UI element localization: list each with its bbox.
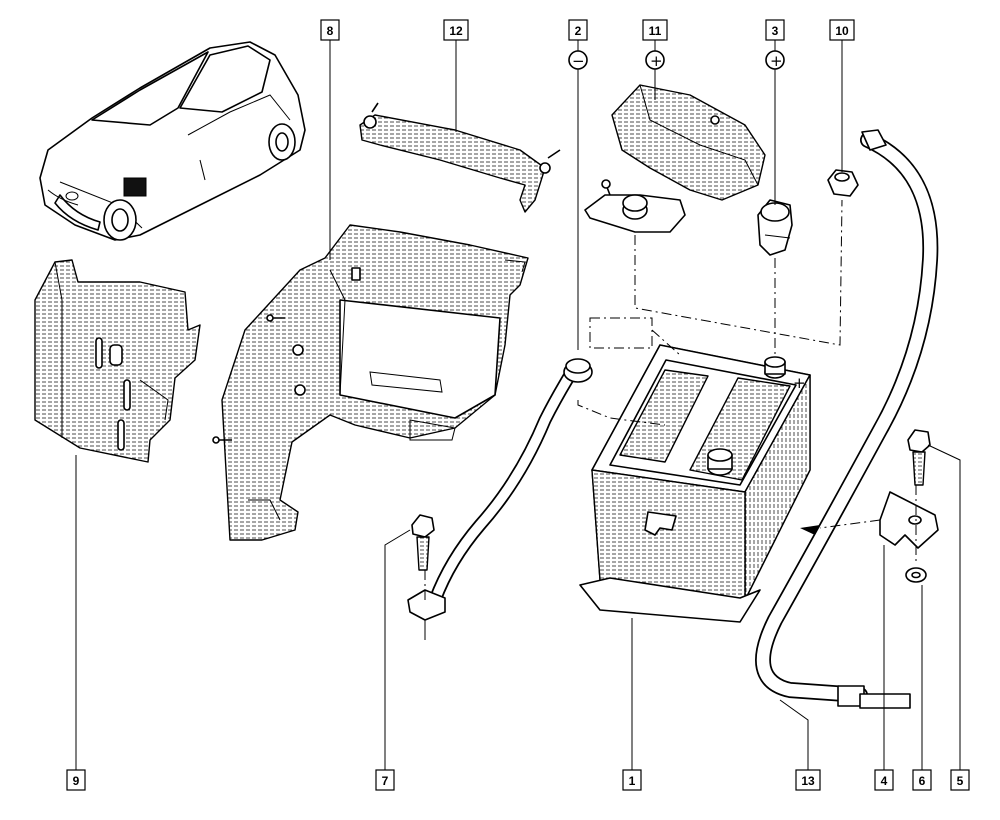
callout-8: 8 bbox=[320, 19, 340, 41]
callout-label-4: 4 bbox=[881, 774, 888, 788]
callout-label-7: 7 bbox=[382, 774, 389, 788]
part-5-bolt bbox=[907, 429, 931, 486]
callout-label-1: 1 bbox=[629, 774, 636, 788]
callouts: 1 2 3 4 5 6 7 8 bbox=[66, 19, 970, 791]
part-13-cable bbox=[755, 129, 939, 709]
reference-lines bbox=[424, 199, 917, 640]
callout-12: 12 bbox=[443, 19, 469, 41]
callout-6: 6 bbox=[912, 769, 932, 791]
part-9-cover bbox=[34, 259, 201, 463]
callout-7: 7 bbox=[375, 769, 395, 791]
part-1-battery: + bbox=[579, 344, 811, 623]
callout-label-9: 9 bbox=[73, 774, 80, 788]
polarity-symbols: − + + bbox=[568, 50, 785, 70]
callout-label-3: 3 bbox=[772, 24, 779, 38]
callout-11: 11 bbox=[642, 19, 668, 41]
positive-symbol-3: + bbox=[770, 52, 783, 70]
part-11-terminal-cover bbox=[611, 84, 766, 201]
part-4-clip bbox=[879, 491, 939, 549]
part-2-negative-cable bbox=[407, 358, 593, 621]
part-3-positive-clamp bbox=[757, 199, 793, 256]
callout-13: 13 bbox=[795, 769, 821, 791]
callout-10: 10 bbox=[829, 19, 855, 41]
callout-2: 2 bbox=[568, 19, 588, 41]
positive-circle-icon-3 bbox=[765, 50, 785, 70]
callout-label-10: 10 bbox=[835, 24, 849, 38]
leader-lines bbox=[75, 40, 961, 770]
callout-3: 3 bbox=[765, 19, 785, 41]
part-10-nut bbox=[827, 169, 859, 197]
callout-label-12: 12 bbox=[449, 24, 463, 38]
part-7-bolt bbox=[411, 514, 435, 571]
part-6-washer bbox=[905, 567, 927, 583]
negative-circle-icon bbox=[568, 50, 588, 70]
negative-symbol: − bbox=[572, 52, 585, 70]
callout-label-8: 8 bbox=[327, 24, 334, 38]
callout-label-5: 5 bbox=[957, 774, 964, 788]
callout-label-2: 2 bbox=[575, 24, 582, 38]
vehicle-illustration bbox=[39, 41, 306, 241]
callout-label-6: 6 bbox=[919, 774, 926, 788]
clamp-assembly bbox=[584, 179, 686, 233]
callout-1: 1 bbox=[622, 769, 642, 791]
callout-label-13: 13 bbox=[801, 774, 815, 788]
callout-9: 9 bbox=[66, 769, 86, 791]
positive-circle-icon-11 bbox=[645, 50, 665, 70]
callout-5: 5 bbox=[950, 769, 970, 791]
positive-symbol-11: + bbox=[650, 52, 663, 70]
callout-4: 4 bbox=[874, 769, 894, 791]
battery-plus-symbol: + bbox=[793, 374, 806, 392]
part-12-bracket bbox=[359, 102, 561, 213]
part-8-battery-tray bbox=[212, 224, 529, 541]
callout-label-11: 11 bbox=[649, 24, 662, 38]
